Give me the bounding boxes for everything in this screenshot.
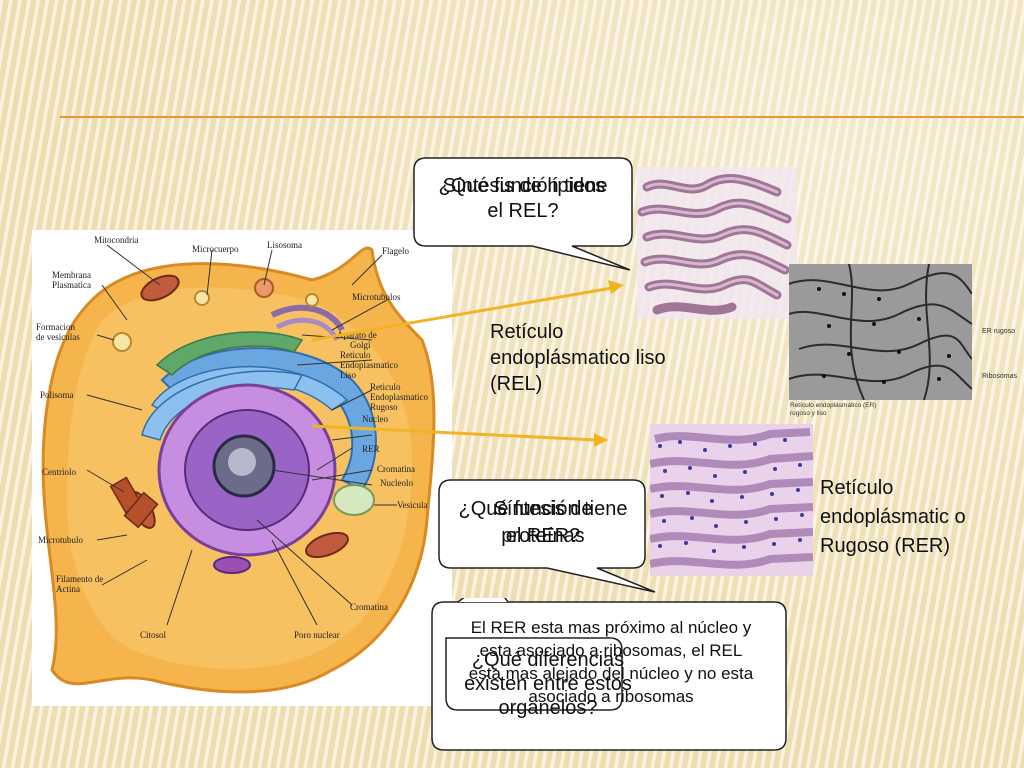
cell-label-formacion: Formacion — [36, 322, 75, 332]
cell-label-microcuerpo: Microcuerpo — [192, 244, 239, 254]
rel-question-bubble: ¿Qué función tiene el REL? Síntesis de l… — [416, 158, 630, 244]
micrograph-label-rugoso: ER rugoso — [982, 328, 1016, 335]
cell-label-flagelo: Flagelo — [382, 246, 409, 256]
cell-label-nucleolo: Nucleolo — [380, 478, 413, 488]
rer-bubble-shape — [438, 479, 656, 593]
title-divider-line — [60, 116, 1024, 118]
cell-label-centriolo: Centriolo — [42, 467, 76, 477]
cell-label-cromatina-1: Cromatina — [377, 464, 415, 474]
cell-label-golgi: Golgi — [350, 340, 371, 350]
rer-micrograph — [650, 424, 813, 576]
cell-label-filamento: Filamento de — [56, 574, 103, 584]
cell-label-aparato: Aparato de — [337, 330, 377, 340]
cell-label-rugoso: Rugoso — [370, 402, 398, 412]
cell-label-rer: RER — [362, 444, 380, 454]
cell-label-endoplasmatico-1: Endoplasmatico — [340, 360, 398, 370]
cell-label-microtubulo: Microtubulo — [38, 535, 83, 545]
cell-label-cromatina-2: Cromatina — [350, 602, 388, 612]
animal-cell-diagram: Mitocondria Microcuerpo Lisosoma Flagelo… — [32, 230, 452, 706]
rer-question-bubble: ¿Qué función tiene el RER? Síntesis de p… — [441, 480, 641, 568]
cell-label-liso: Liso — [340, 370, 357, 380]
cell-label-polisoma: Polisoma — [40, 390, 74, 400]
cell-label-reticulo-1: Reticulo — [340, 350, 371, 360]
diff-answer-text: El RER esta mas próximo al núcleo y esta… — [468, 618, 754, 706]
cell-label-nucleo: Nucleo — [362, 414, 388, 424]
diff-bubble-shape — [431, 598, 787, 751]
arrow-to-rel — [311, 286, 613, 342]
rer-answer-text: Síntesis de proteínas — [493, 498, 593, 547]
cell-label-microtubulos: Microtubulos — [352, 292, 401, 302]
cell-label-endoplasmatico-2: Endoplasmatico — [370, 392, 428, 402]
rel-answer-text: Síntesis de lípidos — [442, 175, 606, 197]
cell-label-vesiculas: de vesiculas — [36, 332, 80, 342]
cell-label-mitocondria: Mitocondria — [94, 235, 139, 245]
cell-label-lisosoma: Lisosoma — [267, 240, 302, 250]
cell-label-membrana: Membrana — [52, 270, 91, 280]
rel-bubble-shape — [413, 157, 633, 271]
micrograph-caption: Retículo endoplásmatico (ER) rugoso y li… — [790, 402, 877, 417]
diff-question-text: ¿Qué diferencias existen entre estos org… — [464, 649, 632, 719]
cell-label-reticulo-2: Reticulo — [370, 382, 401, 392]
rer-question-text: ¿Qué función tiene el RER? — [458, 498, 628, 547]
diff-bubble: ¿Qué diferencias existen entre estos org… — [434, 604, 784, 750]
electron-micrograph — [788, 263, 973, 401]
arrow-to-rer — [311, 424, 597, 442]
rer-title-label: Retículo endoplásmatic o Rugoso (RER) — [820, 477, 966, 557]
cell-label-vesicula: Vesicula — [397, 500, 428, 510]
rel-title-label: Retículo endoplásmatico liso (REL) — [490, 321, 666, 395]
cell-label-poro: Poro nuclear — [294, 630, 340, 640]
cell-label-plasmatica: Plasmatica — [52, 280, 91, 290]
rel-question-text: ¿Qué función tiene el REL? — [438, 175, 608, 222]
rel-micrograph — [637, 167, 797, 319]
micrograph-label-ribosomas: Ribosomas — [982, 373, 1018, 380]
cell-label-actina: Actina — [56, 584, 80, 594]
cell-label-citosol: Citosol — [140, 630, 167, 640]
